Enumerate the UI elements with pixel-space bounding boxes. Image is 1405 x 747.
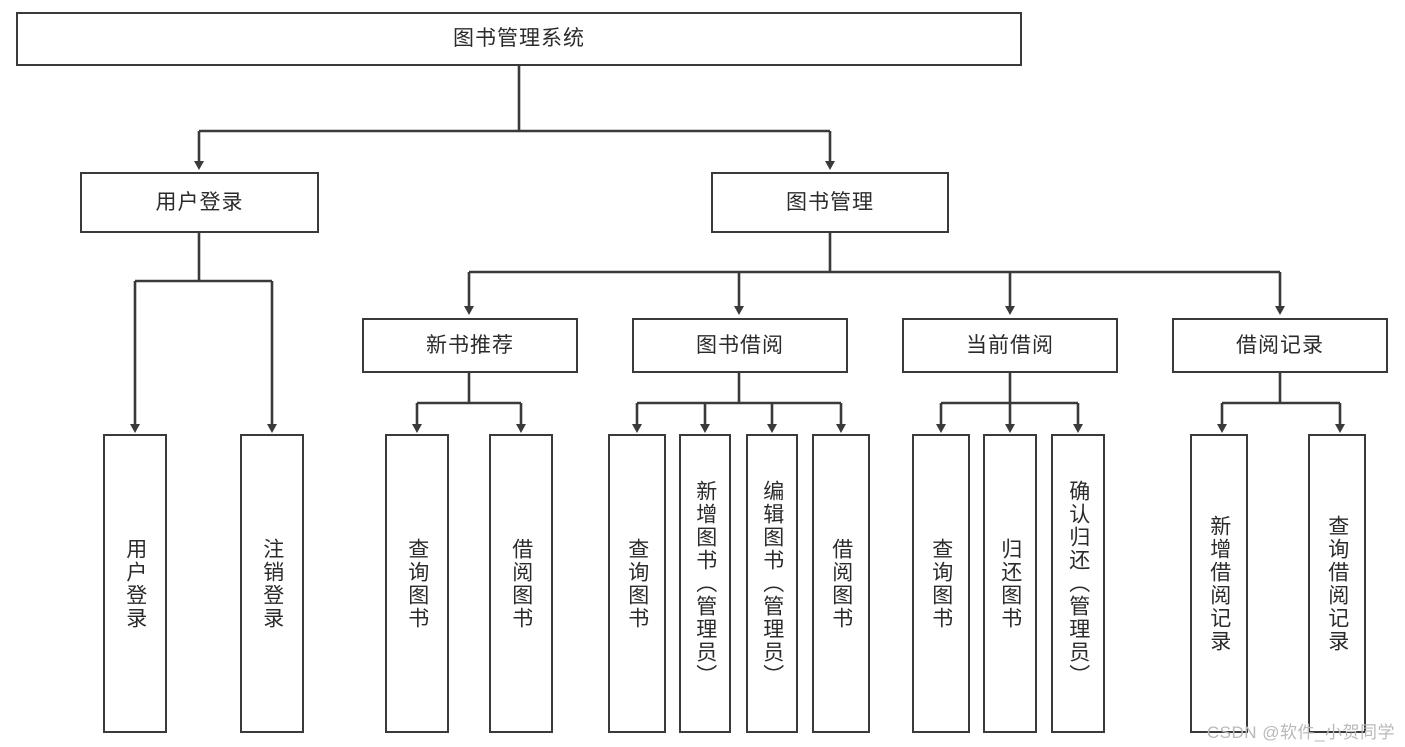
node-label: 注销登录 — [260, 537, 284, 630]
node-label: 借阅记录 — [1236, 333, 1324, 357]
node-label: 查询图书 — [625, 537, 649, 630]
leaf-confirm-return-admin[interactable]: 确认归还（管理员） — [1051, 434, 1105, 733]
node-label: 当前借阅 — [966, 333, 1054, 357]
leaf-borrow-book[interactable]: 借阅图书 — [812, 434, 870, 733]
node-label: 新增图书（管理员） — [693, 480, 717, 687]
node-book-borrow[interactable]: 图书借阅 — [632, 318, 848, 373]
node-label: 确认归还（管理员） — [1066, 480, 1090, 687]
leaf-query-book-current[interactable]: 查询图书 — [912, 434, 970, 733]
node-user-login[interactable]: 用户登录 — [80, 172, 319, 233]
node-new-book-recommend[interactable]: 新书推荐 — [362, 318, 578, 373]
watermark-text: CSDN @软件_小贺同学 — [1206, 723, 1395, 742]
node-label: 借阅图书 — [829, 537, 853, 630]
leaf-logout-login[interactable]: 注销登录 — [240, 434, 304, 733]
node-root-book-management-system[interactable]: 图书管理系统 — [16, 12, 1022, 66]
node-label: 新增借阅记录 — [1207, 514, 1231, 653]
node-label: 图书借阅 — [696, 333, 784, 357]
leaf-add-borrow-record[interactable]: 新增借阅记录 — [1190, 434, 1248, 733]
node-label: 查询借阅记录 — [1325, 514, 1349, 653]
node-label: 归还图书 — [998, 537, 1022, 630]
leaf-add-book-admin[interactable]: 新增图书（管理员） — [679, 434, 731, 733]
node-label: 用户登录 — [123, 537, 147, 630]
node-label: 查询图书 — [929, 537, 953, 630]
node-current-borrow[interactable]: 当前借阅 — [902, 318, 1118, 373]
leaf-user-login[interactable]: 用户登录 — [103, 434, 167, 733]
node-label: 图书管理 — [786, 190, 874, 214]
leaf-borrow-book-recommend[interactable]: 借阅图书 — [489, 434, 553, 733]
leaf-query-book-borrow[interactable]: 查询图书 — [608, 434, 666, 733]
node-label: 查询图书 — [405, 537, 429, 630]
leaf-query-borrow-record[interactable]: 查询借阅记录 — [1308, 434, 1366, 733]
node-label: 图书管理系统 — [453, 27, 585, 51]
leaf-query-book-recommend[interactable]: 查询图书 — [385, 434, 449, 733]
node-label: 借阅图书 — [509, 537, 533, 630]
node-label: 新书推荐 — [426, 333, 514, 357]
leaf-return-book[interactable]: 归还图书 — [983, 434, 1037, 733]
node-borrow-record[interactable]: 借阅记录 — [1172, 318, 1388, 373]
node-label: 编辑图书（管理员） — [760, 480, 784, 687]
node-book-management[interactable]: 图书管理 — [711, 172, 949, 233]
leaf-edit-book-admin[interactable]: 编辑图书（管理员） — [746, 434, 798, 733]
node-label: 用户登录 — [155, 190, 244, 214]
